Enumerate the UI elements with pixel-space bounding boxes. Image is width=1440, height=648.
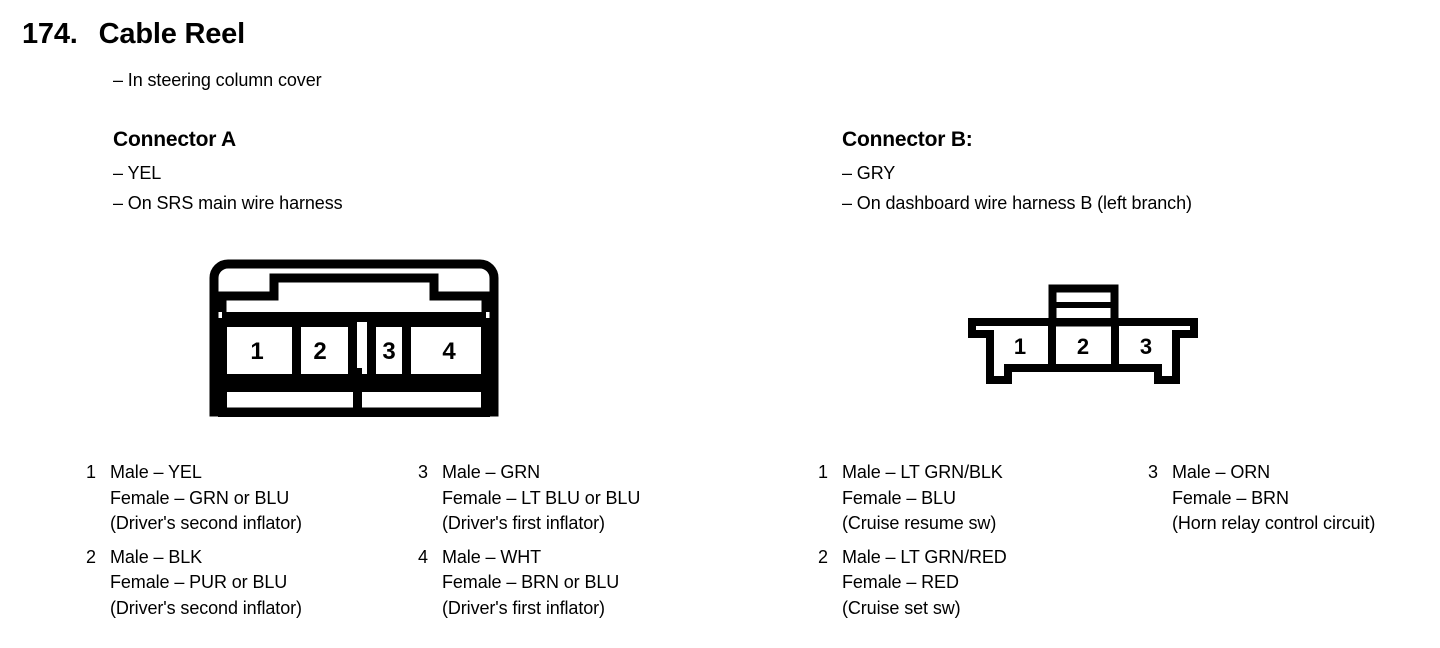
connector-a-heading: Connector A <box>113 128 237 151</box>
pin-line-circuit: (Driver's first inflator) <box>442 513 605 533</box>
connector-a-pin-label-3: 3 <box>382 338 395 365</box>
pin-index: 1 <box>818 462 828 482</box>
pin-line-male: Male – BLK <box>110 546 203 567</box>
pin-index: 4 <box>418 546 428 567</box>
pin-detail: Male – LT GRN/RED Female – RED (Cruise s… <box>842 545 1148 622</box>
list-item: 1 Male – YEL Female – GRN or BLU (Driver… <box>86 460 416 537</box>
connector-b-top-rail <box>972 318 1194 326</box>
connector-a-lower-band <box>222 378 486 387</box>
pin-index: 3 <box>418 462 428 482</box>
list-item: 3 Male – GRN Female – LT BLU or BLU (Dri… <box>418 460 718 537</box>
page-subtitle: – In steering column cover <box>113 70 322 90</box>
connector-a-center-divider-right <box>367 322 376 379</box>
pin-detail: Male – WHT Female – BRN or BLU (Driver's… <box>442 545 718 622</box>
connector-b-diagram: 1 2 3 <box>968 284 1200 399</box>
connector-a-svg: 1 2 3 4 <box>209 259 499 417</box>
connector-b-pin-list-left: 1 Male – LT GRN/BLK Female – BLU (Cruise… <box>818 460 1148 629</box>
pin-detail: Male – GRN Female – LT BLU or BLU (Drive… <box>442 460 718 537</box>
page-title: 174. Cable Reel <box>22 18 245 51</box>
pin-line-circuit: (Driver's second inflator) <box>110 513 302 533</box>
connector-a-header-block: Connector A – YEL – On SRS main wire har… <box>113 128 343 218</box>
connector-b-note-color: – GRY <box>842 163 896 183</box>
pin-line-male: Male – LT GRN/BLK <box>842 462 1003 482</box>
connector-a-pin-list-left: 1 Male – YEL Female – GRN or BLU (Driver… <box>86 460 416 629</box>
pin-line-female: Female – GRN or BLU <box>110 487 290 508</box>
connector-a-lower-slots <box>218 383 490 417</box>
pin-line-female: Female – RED <box>842 572 959 592</box>
pin-line-male: Male – YEL <box>110 462 202 482</box>
pin-index: 2 <box>86 546 96 567</box>
pin-detail: Male – ORN Female – BRN (Horn relay cont… <box>1172 460 1438 537</box>
pin-line-circuit: (Horn relay control circuit) <box>1172 513 1376 533</box>
pin-line-female: Female – LT BLU or BLU <box>442 487 641 508</box>
section-number: 174. <box>22 18 78 50</box>
connector-a-top-ledge <box>217 273 491 312</box>
pin-detail: Male – LT GRN/BLK Female – BLU (Cruise r… <box>842 460 1148 537</box>
connector-a-pin-list-right: 3 Male – GRN Female – LT BLU or BLU (Dri… <box>418 460 718 629</box>
connector-b-pin-label-1: 1 <box>1014 334 1026 359</box>
pin-detail: Male – YEL Female – GRN or BLU (Driver's… <box>110 460 416 537</box>
pin-line-circuit: (Driver's second inflator) <box>110 597 302 618</box>
connector-b-note-harness: – On dashboard wire harness B (left bran… <box>842 193 1192 213</box>
connector-a-divider-1-2 <box>292 322 301 379</box>
connector-b-header-block: Connector B: – GRY – On dashboard wire h… <box>842 128 1192 218</box>
pin-line-male: Male – ORN <box>1172 462 1271 482</box>
pin-line-male: Male – WHT <box>442 546 542 567</box>
connector-b-pin-label-2: 2 <box>1077 334 1089 359</box>
connector-a-ledge-band <box>222 312 486 322</box>
pin-line-circuit: (Cruise resume sw) <box>842 513 997 533</box>
pin-line-circuit: (Cruise set sw) <box>842 597 961 618</box>
connector-a-pin-label-4: 4 <box>442 338 456 365</box>
list-item: 2 Male – BLK Female – PUR or BLU (Driver… <box>86 545 416 622</box>
pin-line-female: Female – BLU <box>842 487 956 508</box>
pin-line-female: Female – BRN <box>1172 487 1289 508</box>
pin-line-female: Female – BRN or BLU <box>442 572 620 592</box>
connector-b-divider-2-3 <box>1111 322 1119 370</box>
section-title: Cable Reel <box>98 18 245 50</box>
pin-line-female: Female – PUR or BLU <box>110 572 288 592</box>
connector-b-divider-1-2 <box>1048 322 1056 370</box>
pin-line-male: Male – LT GRN/RED <box>842 546 1007 567</box>
connector-a-pin-label-2: 2 <box>313 338 326 365</box>
pin-line-male: Male – GRN <box>442 462 541 482</box>
connector-a-center-gap <box>357 322 367 370</box>
pin-index: 2 <box>818 546 828 567</box>
connector-b-tab-slot-divider <box>1056 302 1111 308</box>
pin-detail: Male – BLK Female – PUR or BLU (Driver's… <box>110 545 416 622</box>
connector-a-center-divider-left <box>348 322 357 379</box>
pin-index: 3 <box>1148 462 1158 482</box>
list-item: 3 Male – ORN Female – BRN (Horn relay co… <box>1148 460 1438 537</box>
connector-a-note-color: – YEL <box>113 163 162 183</box>
connector-b-pin-label-3: 3 <box>1140 334 1152 359</box>
list-item: 2 Male – LT GRN/RED Female – RED (Cruise… <box>818 545 1148 622</box>
connector-b-heading: Connector B: <box>842 128 973 151</box>
connector-b-pin-list-right: 3 Male – ORN Female – BRN (Horn relay co… <box>1148 460 1438 545</box>
connector-a-divider-3-4 <box>402 322 411 379</box>
list-item: 1 Male – LT GRN/BLK Female – BLU (Cruise… <box>818 460 1148 537</box>
connector-a-diagram: 1 2 3 4 <box>206 256 502 425</box>
connector-a-outer-shell <box>209 259 499 417</box>
pin-index: 1 <box>86 462 96 482</box>
connector-a-note-harness: – On SRS main wire harness <box>113 193 343 213</box>
pin-line-circuit: (Driver's first inflator) <box>442 597 605 618</box>
connector-a-pin-label-1: 1 <box>250 338 263 365</box>
list-item: 4 Male – WHT Female – BRN or BLU (Driver… <box>418 545 718 622</box>
connector-b-svg: 1 2 3 <box>968 284 1198 384</box>
connector-b-bottom-rail <box>1004 364 1162 372</box>
